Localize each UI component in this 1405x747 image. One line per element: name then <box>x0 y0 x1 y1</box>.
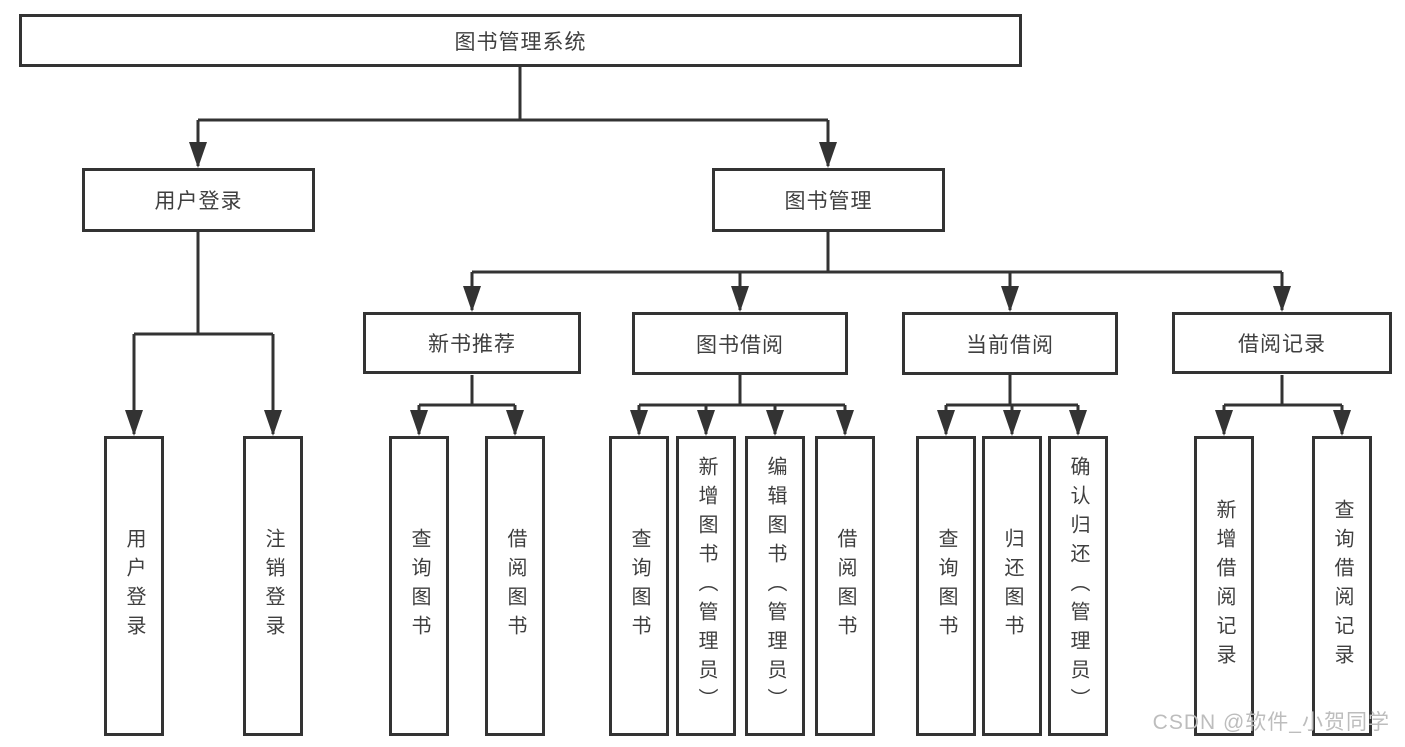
node-label: 当前借阅 <box>966 333 1054 357</box>
leaf-user-login: 用户登录 <box>104 436 164 736</box>
node-label: 借阅图书 <box>504 528 526 644</box>
node-label: 图书管理 <box>784 190 873 213</box>
node-label: 归还图书 <box>1001 528 1023 644</box>
leaf-query-books-borrowing: 查询图书 <box>609 436 669 736</box>
leaf-borrow-books-recommendation: 借阅图书 <box>485 436 545 736</box>
node-user-login: 用户登录 <box>82 168 315 232</box>
leaf-borrow-books-borrowing: 借阅图书 <box>815 436 875 736</box>
leaf-query-borrowing-record: 查询借阅记录 <box>1312 436 1372 736</box>
node-label: 查询图书 <box>628 528 650 644</box>
node-label: 确认归还（管理员） <box>1067 455 1089 717</box>
arrowheads <box>125 142 1351 436</box>
node-book-management: 图书管理 <box>712 168 945 232</box>
node-borrowing-records: 借阅记录 <box>1172 312 1392 374</box>
node-label: 借阅记录 <box>1238 333 1326 356</box>
node-book-borrowing: 图书借阅 <box>632 312 848 375</box>
node-current-borrowing: 当前借阅 <box>902 312 1118 375</box>
node-label: 查询图书 <box>408 528 430 644</box>
node-label: 编辑图书（管理员） <box>764 455 786 717</box>
leaf-add-books-admin: 新增图书（管理员） <box>676 436 736 736</box>
node-label: 用户登录 <box>154 190 243 213</box>
csdn-watermark: CSDN @软件_小贺同学 <box>1152 711 1390 734</box>
connector-paths <box>132 67 1344 434</box>
node-label: 新增借阅记录 <box>1213 499 1235 673</box>
node-new-book-recommendation: 新书推荐 <box>363 312 581 374</box>
node-label: 图书管理系统 <box>454 30 587 54</box>
leaf-return-books: 归还图书 <box>982 436 1042 736</box>
node-label: 新增图书（管理员） <box>695 455 717 717</box>
node-label: 查询借阅记录 <box>1331 499 1353 673</box>
node-label: 查询图书 <box>935 528 957 644</box>
node-label: 图书借阅 <box>696 333 784 357</box>
leaf-logout: 注销登录 <box>243 436 303 736</box>
leaf-query-books-recommendation: 查询图书 <box>389 436 449 736</box>
node-label: 借阅图书 <box>834 528 856 644</box>
leaf-edit-books-admin: 编辑图书（管理员） <box>745 436 805 736</box>
leaf-add-borrowing-record: 新增借阅记录 <box>1194 436 1254 736</box>
leaf-query-books-current: 查询图书 <box>916 436 976 736</box>
leaf-confirm-return-admin: 确认归还（管理员） <box>1048 436 1108 736</box>
node-label: 新书推荐 <box>428 333 516 356</box>
node-label: 用户登录 <box>123 528 145 644</box>
node-library-management-system: 图书管理系统 <box>19 14 1022 67</box>
node-label: 注销登录 <box>262 528 284 644</box>
